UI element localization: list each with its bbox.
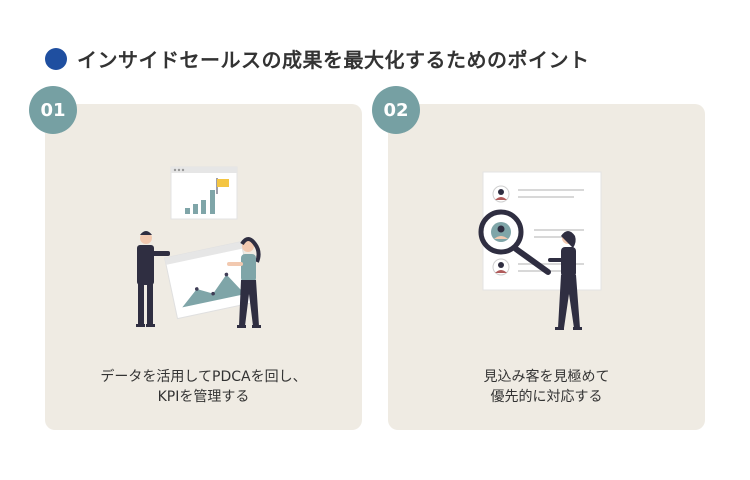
page-title: インサイドセールスの成果を最大化するためのポイント: [77, 48, 590, 72]
heading-bullet-icon: [45, 47, 67, 70]
woman-figure-icon: [227, 237, 261, 328]
card-caption-line: KPIを管理する: [157, 389, 250, 405]
point-card-1: データを活用してPDCAを回し、 KPIを管理する: [45, 104, 362, 430]
point-card-2: 見込み客を見極めて 優先的に対応する: [388, 104, 705, 430]
chart-window-icon: [170, 166, 238, 220]
card-caption-line: 優先的に対応する: [490, 389, 603, 405]
card-number-badge-1: 01: [29, 86, 77, 134]
card-number-badge-2: 02: [372, 86, 420, 134]
woman-searcher-icon: [548, 231, 582, 330]
magnifier-icon: [478, 209, 551, 275]
section-heading: インサイドセールスの成果を最大化するためのポイント: [45, 44, 590, 73]
card-caption-line: データを活用してPDCAを回し、: [100, 369, 307, 385]
card-caption-1: データを活用してPDCAを回し、 KPIを管理する: [45, 367, 362, 407]
prospect-search-illustration: [478, 171, 602, 330]
data-analysis-illustration: [136, 166, 261, 328]
card-caption-line: 見込み客を見極めて: [483, 369, 610, 385]
board-icon: [164, 241, 255, 320]
card-caption-2: 見込み客を見極めて 優先的に対応する: [388, 367, 705, 407]
man-figure-icon: [136, 231, 170, 327]
